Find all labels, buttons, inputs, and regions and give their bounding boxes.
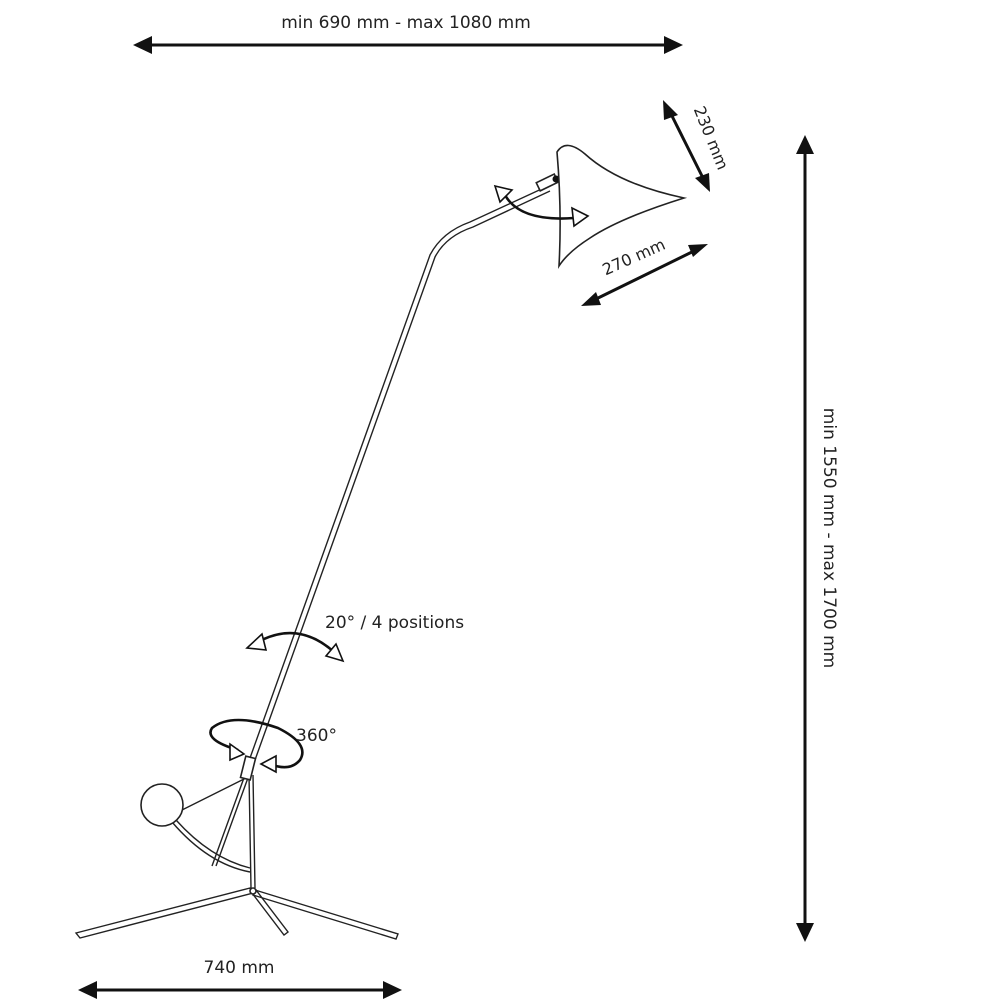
height-label: min 1550 mm - max 1700 mm: [819, 408, 839, 668]
tripod-base: [74, 887, 399, 940]
shade-tilt-arrow: [493, 184, 590, 228]
shade-width-dimension: 270 mm: [581, 235, 708, 306]
shade-depth-dimension: 230 mm: [663, 100, 732, 192]
lamp-arm: [249, 185, 549, 759]
height-dimension: min 1550 mm - max 1700 mm: [796, 135, 839, 942]
rotation-annotation: 360°: [296, 726, 337, 746]
tilt-annotation: 20° / 4 positions: [325, 613, 464, 633]
top-width-dimension: min 690 mm - max 1080 mm: [133, 13, 683, 54]
lamp-drawing: [74, 144, 688, 940]
counterweight: [140, 777, 251, 873]
stand-pole: [248, 774, 256, 889]
shade-width-label: 270 mm: [599, 235, 668, 280]
counterweight-ball: [140, 783, 184, 827]
top-width-label: min 690 mm - max 1080 mm: [281, 13, 531, 33]
lamp-shade: [556, 144, 688, 269]
base-width-dimension: 740 mm: [78, 958, 402, 999]
arm-tilt-arrow: 20° / 4 positions: [245, 613, 464, 663]
base-width-label: 740 mm: [204, 958, 275, 978]
stand-strut: [211, 774, 250, 867]
rotation-360-arrow: 360°: [209, 718, 337, 774]
